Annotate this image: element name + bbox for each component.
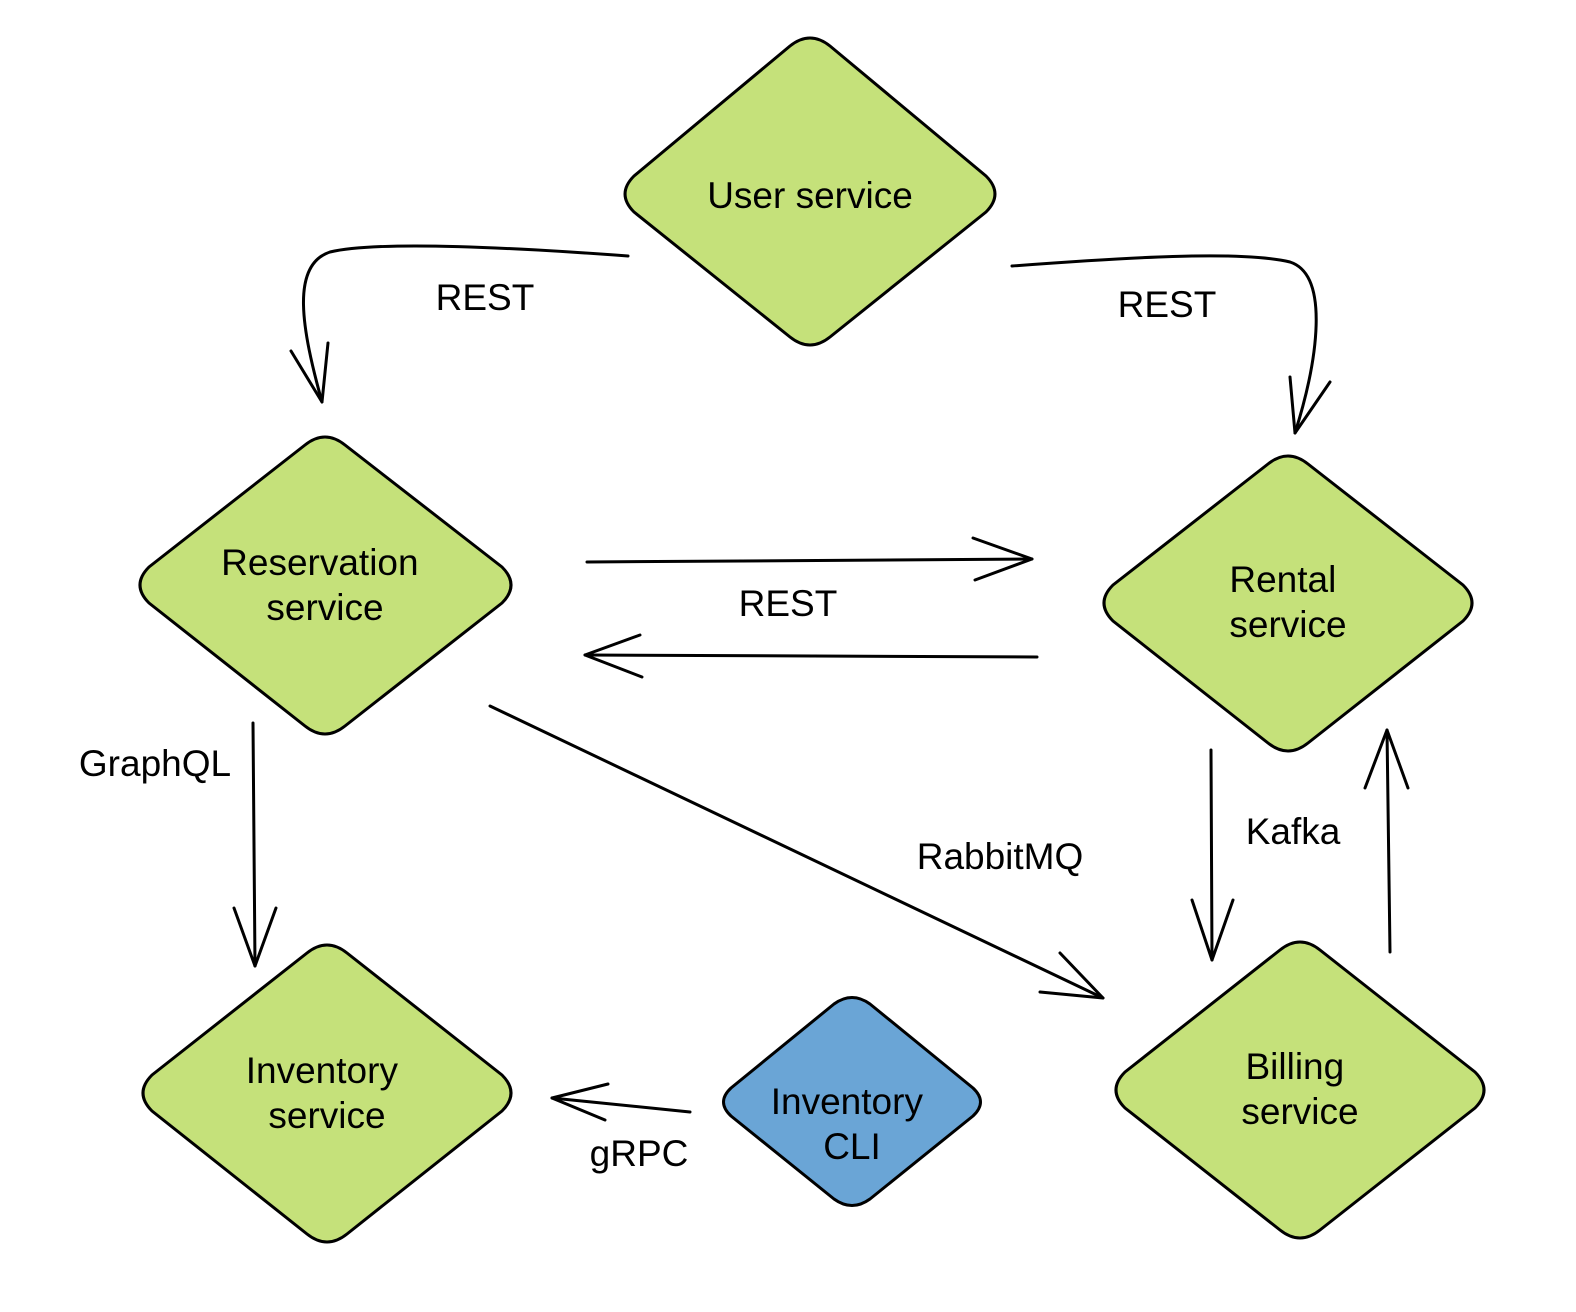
node-label: Rental service — [1229, 559, 1346, 645]
arrowhead-icon — [1038, 951, 1105, 1000]
arrowhead-icon — [232, 906, 278, 968]
edge-user-to-reservation — [289, 244, 630, 404]
arrowhead-icon — [1288, 375, 1332, 435]
edge-label-cli-inventory: gRPC — [590, 1133, 689, 1174]
node-shape — [1114, 940, 1486, 1240]
edge-rental-to-reservation — [583, 633, 1039, 679]
node-inventory-cli: Inventory CLI — [722, 996, 982, 1207]
edge-label-reservation-rental: REST — [739, 583, 838, 624]
node-shape — [1102, 454, 1474, 753]
node-shape — [138, 435, 513, 736]
edge-reservation-to-rental — [585, 536, 1034, 582]
node-shape — [141, 943, 513, 1244]
node-shape — [722, 996, 982, 1207]
edge-user-to-rental — [1010, 254, 1332, 435]
edge-reservation-to-inventory — [232, 721, 278, 968]
edge-billing-to-rental — [1363, 728, 1410, 954]
node-label: Inventory CLI — [771, 1081, 933, 1167]
edge-cli-to-inventory — [550, 1082, 692, 1122]
arrowhead-icon — [1363, 728, 1410, 790]
edge-rental-to-billing — [1190, 748, 1235, 962]
edge-label-rental-billing: Kafka — [1246, 811, 1341, 852]
edge-label-reservation-inventory: GraphQL — [79, 743, 231, 784]
node-label: Billing service — [1241, 1046, 1358, 1132]
arrowhead-icon — [1190, 898, 1235, 962]
node-label: Inventory service — [246, 1050, 408, 1136]
node-shape — [623, 36, 997, 347]
node-label: User service — [707, 175, 913, 216]
edge-label-user-reservation: REST — [436, 277, 535, 318]
node-reservation-service: Reservation service — [138, 435, 513, 736]
node-inventory-service: Inventory service — [141, 943, 513, 1244]
edge-label-reservation-billing: RabbitMQ — [917, 836, 1084, 877]
edge-reservation-to-billing — [488, 704, 1105, 1000]
node-billing-service: Billing service — [1114, 940, 1486, 1240]
arrowhead-icon — [289, 341, 330, 404]
arrowhead-icon — [583, 633, 644, 679]
node-rental-service: Rental service — [1102, 454, 1474, 753]
arrowhead-icon — [971, 536, 1034, 582]
edge-label-user-rental: REST — [1118, 284, 1217, 325]
node-label: Reservation service — [221, 542, 429, 628]
arrowhead-icon — [550, 1082, 610, 1122]
node-user-service: User service — [623, 36, 997, 347]
